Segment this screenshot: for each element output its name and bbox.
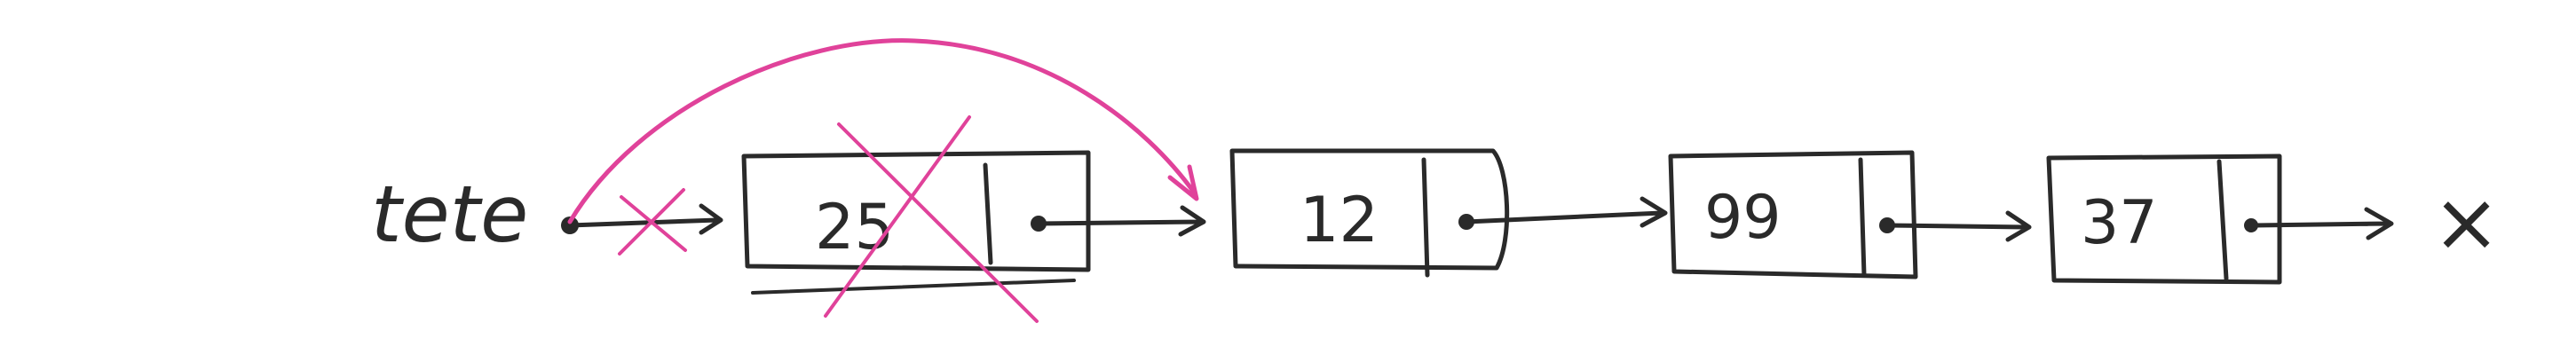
node-box (2046, 153, 2282, 285)
node-value: 37 (2081, 188, 2158, 258)
node-divider (1858, 157, 1867, 278)
node-next-arrow (1464, 196, 1668, 228)
node-value: 25 (815, 191, 894, 264)
node-divider (1421, 157, 1430, 278)
node-value: 12 (1300, 184, 1379, 256)
node-next-arrow (1885, 210, 2032, 242)
list-node: 12 (1229, 148, 1668, 278)
removed-link-cross (618, 188, 687, 256)
node-value: 99 (1704, 183, 1782, 253)
list-node: 25 (741, 115, 1206, 323)
node-next-arrow (1036, 205, 1206, 237)
head-original-arrow (567, 203, 723, 235)
null-marker: × (2432, 175, 2501, 270)
list-node: 99 (1668, 150, 2032, 279)
new-head-link-arrowhead (1167, 164, 1199, 201)
node-box (1229, 148, 1510, 271)
list-node: 37 (2046, 153, 2394, 285)
node-box (741, 150, 1091, 272)
new-head-link-arrow (567, 38, 1197, 224)
node-divider (983, 162, 993, 265)
node-box (1668, 150, 1918, 279)
node-shadow-line (751, 279, 1076, 295)
head-label: tete (371, 169, 528, 260)
node-next-arrow (2248, 207, 2394, 240)
deleted-node-cross (824, 115, 1039, 323)
node-divider (2216, 159, 2229, 281)
